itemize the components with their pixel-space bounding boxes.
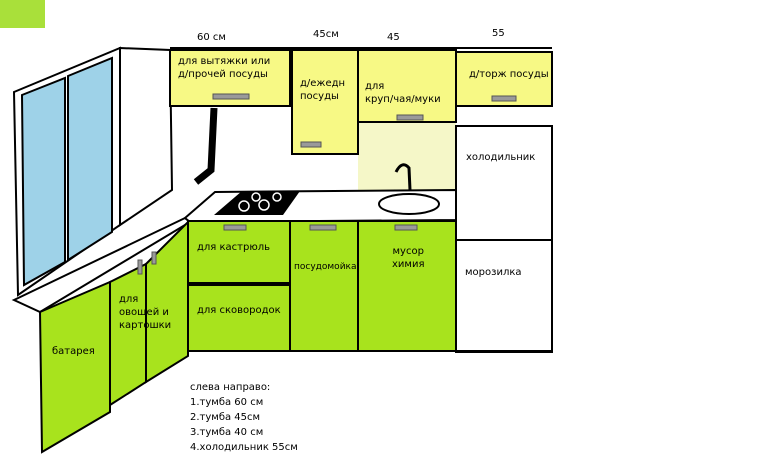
upper-cabinet-label: д/ежедн посуды <box>300 78 346 102</box>
dimension-label: 60 см <box>197 32 226 43</box>
dimension-label: 45см <box>313 29 339 40</box>
handle <box>137 259 143 275</box>
radiator-cabinet <box>38 280 111 454</box>
faucet <box>394 163 412 191</box>
corner-accent <box>0 0 45 28</box>
burner <box>258 199 270 211</box>
handle <box>396 114 424 121</box>
burner <box>251 192 261 202</box>
notes-block: слева направо: 1.тумба 60 см 2.тумба 45с… <box>190 380 298 455</box>
handle <box>394 224 418 231</box>
handle <box>309 224 337 231</box>
handle <box>212 93 250 100</box>
notes-title: слева направо: <box>190 382 271 393</box>
window-pane-right <box>67 56 113 262</box>
sink <box>378 193 440 215</box>
handle <box>223 224 247 231</box>
freezer <box>455 239 553 353</box>
lower-cabinet-label: для сковородок <box>197 305 281 316</box>
burner <box>238 200 250 212</box>
handle <box>151 251 157 265</box>
upper-cabinet-label: д/торж посуды <box>469 69 549 80</box>
lower-cabinet-veg-left <box>109 262 147 407</box>
left-wall <box>119 46 174 227</box>
radiator-label: батарея <box>52 346 95 357</box>
lower-cabinet-label: посудомойка <box>294 262 357 272</box>
lower-cabinet-trash <box>357 220 457 352</box>
notes-item: 3.тумба 40 см <box>190 427 264 438</box>
notes-item: 1.тумба 60 см <box>190 397 264 408</box>
upper-cabinet-label: для круп/чая/муки <box>365 81 441 105</box>
fridge <box>455 125 553 241</box>
burner <box>272 192 282 202</box>
lower-cabinet-label: для кастрюль <box>197 242 271 253</box>
lower-cabinet-pots <box>187 220 291 284</box>
dimension-label: 55 <box>492 28 505 39</box>
upper-cabinet-label: для вытяжки или д/прочей посуды <box>178 56 271 80</box>
lower-cabinet-dishwasher <box>289 220 359 352</box>
notes-item: 2.тумба 45см <box>190 412 261 423</box>
lower-cabinet-label: для овощей и картошки <box>119 294 172 331</box>
handle <box>300 141 322 148</box>
freezer-label: морозилка <box>465 267 522 278</box>
handle <box>491 95 517 102</box>
notes-item: 4.холодильник 55см <box>190 442 298 453</box>
lower-cabinet-label: мусор химия <box>392 246 425 270</box>
lower-cabinet-pans <box>187 284 291 352</box>
hood-pipe <box>193 107 218 185</box>
fridge-label: холодильник <box>466 152 536 163</box>
dimension-label: 45 <box>387 32 400 43</box>
window-pane-left <box>20 76 66 287</box>
